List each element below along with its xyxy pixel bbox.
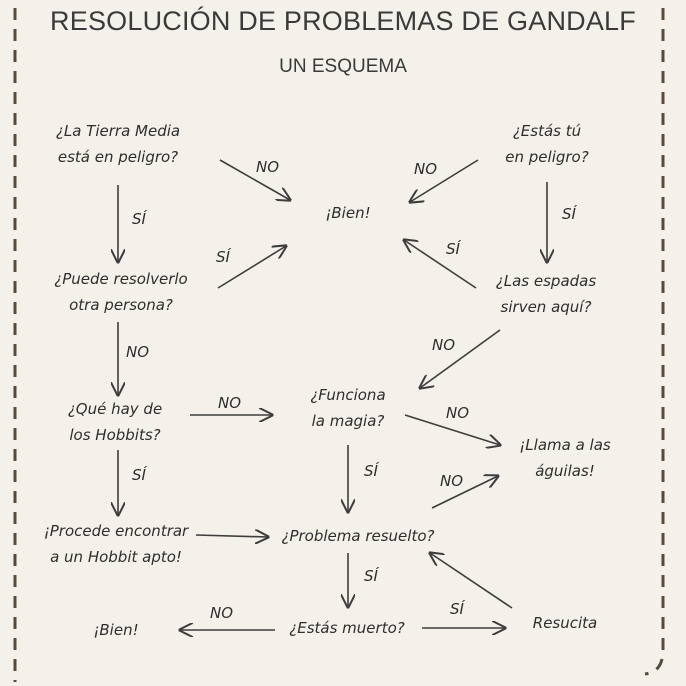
label-estas-no: NO [414, 160, 438, 178]
label-resuelto-no: NO [440, 472, 464, 490]
node-resuelto: ¿Problema resuelto? [281, 527, 435, 545]
label-espadas-si: SÍ [446, 240, 460, 258]
label-resuelto-si: SÍ [364, 567, 378, 585]
arrow-puede-to-bien [217, 246, 286, 289]
node-hobbit-apto: ¡Procede encontrar a un Hobbit apto! [43, 522, 189, 566]
label-hobbits-si: SÍ [132, 466, 146, 484]
label-muerto-no: NO [210, 604, 234, 622]
label-magia-no: NO [446, 404, 470, 422]
label-puede-si: SÍ [216, 248, 230, 266]
arrow-magia-to-aguilas [404, 414, 500, 445]
node-aguilas: ¡Llama a las águilas! [519, 436, 611, 480]
node-resucita: Resucita [532, 614, 598, 632]
label-estas-si: SÍ [562, 205, 576, 223]
arrow-estas-to-bien [410, 159, 479, 202]
node-tierra-media: ¿La Tierra Media está en peligro? [55, 122, 181, 166]
node-puede-resolver: ¿Puede resolverlo otra persona? [54, 270, 188, 314]
page-title: RESOLUCIÓN DE PROBLEMAS DE GANDALF [50, 6, 636, 36]
node-espadas: ¿Las espadas sirven aquí? [495, 272, 597, 316]
label-muerto-si: SÍ [450, 600, 464, 618]
node-muerto: ¿Estás muerto? [289, 619, 405, 637]
label-tierra-no: NO [256, 158, 280, 176]
label-tierra-si: SÍ [132, 210, 146, 228]
arrow-resucita-to-resuelto [430, 553, 513, 609]
node-bien-bottom: ¡Bien! [93, 621, 139, 639]
node-bien-top: ¡Bien! [325, 204, 371, 222]
page-subtitle: UN ESQUEMA [279, 56, 407, 77]
node-magia: ¿Funciona la magia? [310, 386, 386, 430]
arrow-espadas-to-magia [420, 329, 501, 388]
node-estas-tu: ¿Estás tú en peligro? [505, 122, 589, 166]
label-espadas-no: NO [432, 336, 456, 354]
label-magia-si: SÍ [364, 462, 378, 480]
arrow-hobbit-apto-to-resuelto [195, 535, 268, 537]
label-hobbits-no: NO [218, 394, 242, 412]
node-hobbits: ¿Qué hay de los Hobbits? [67, 400, 163, 444]
arrow-espadas-to-bien [404, 240, 477, 289]
arrow-tierra-to-bien [219, 159, 290, 200]
label-puede-no: NO [126, 343, 150, 361]
arrow-resuelto-to-aguilas [431, 476, 498, 509]
